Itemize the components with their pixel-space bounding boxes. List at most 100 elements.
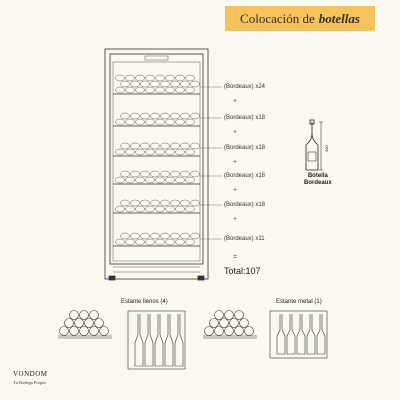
bottle-icon	[160, 170, 170, 178]
full-shelf-front-view	[127, 310, 186, 370]
bottle-icon	[155, 176, 165, 184]
bottle-icon	[160, 112, 170, 120]
bottle-icon	[160, 142, 170, 150]
equals-sign: =	[233, 254, 238, 261]
bottle-icon	[140, 232, 150, 240]
bottle-icon	[130, 199, 140, 207]
bottle-icon	[140, 112, 150, 120]
bottle-icon	[175, 238, 185, 246]
bottle-icon	[130, 232, 140, 240]
bottle-icon	[175, 74, 185, 82]
bottle-icon	[89, 326, 99, 336]
bottle-icon	[174, 314, 184, 367]
bottle-icon	[115, 118, 125, 126]
bottle-icon	[120, 170, 130, 178]
bottle-icon	[244, 326, 254, 336]
cabinet-shelf	[113, 232, 200, 247]
bottle-icon	[135, 176, 145, 184]
bottle-icon	[214, 310, 224, 320]
bottle-icon	[89, 310, 99, 320]
bottle-icon	[140, 199, 150, 207]
bottle-icon	[115, 86, 125, 94]
bottle-icon	[155, 148, 165, 156]
bottle-icon	[160, 80, 170, 88]
bottle-icon	[145, 205, 155, 213]
bottle-icon	[145, 118, 155, 126]
bottle-icon	[84, 318, 94, 328]
bottle-icon	[234, 326, 244, 336]
bottle-icon	[185, 205, 195, 213]
bottle-icon	[99, 326, 109, 336]
bottle-icon	[155, 74, 165, 82]
bottle-icon	[154, 314, 164, 367]
bottle-icon	[135, 118, 145, 126]
bottle-icon	[120, 112, 130, 120]
bottle-icon	[140, 142, 150, 150]
bottle-icon	[165, 74, 175, 82]
bottle-icon	[155, 86, 165, 94]
bottle-icon	[125, 118, 135, 126]
shelf-type-metal-title: Estante metal (1)	[276, 299, 322, 305]
shelf-label-1: (Bordeaux) x24	[224, 84, 266, 90]
bottle-icon	[239, 318, 249, 328]
bottle-icon	[130, 142, 140, 150]
bottle-icon	[130, 112, 140, 120]
bottle-icon	[79, 326, 89, 336]
bottle-icon	[165, 205, 175, 213]
brand-tagline: Tu Bodega Propia	[13, 380, 46, 385]
bottle-icon	[180, 170, 190, 178]
bottle-icon	[175, 176, 185, 184]
bottle-icon	[180, 80, 190, 88]
bottle-icon	[150, 142, 160, 150]
bottle-icon	[185, 176, 195, 184]
bottle-label-line1: Botella	[307, 173, 328, 179]
bottle-icon	[115, 176, 125, 184]
bottle-icon	[125, 74, 135, 82]
bordeaux-bottle-icon	[305, 119, 323, 171]
bottle-icon	[165, 86, 175, 94]
bottle-icon	[170, 232, 180, 240]
bottle-icon	[59, 326, 69, 336]
bottle-icon	[180, 142, 190, 150]
bottle-icon	[145, 74, 155, 82]
bottle-label: Botella Bordeaux	[304, 173, 332, 187]
bottle-icon	[276, 314, 286, 355]
bottle-icon	[306, 314, 316, 355]
bottle-icon	[120, 232, 130, 240]
shelf-label-4: (Bordeaux) x18	[224, 173, 266, 179]
bottle-icon	[165, 238, 175, 246]
bottle-icon	[134, 314, 144, 367]
bottle-icon	[79, 310, 89, 320]
bottle-icon	[94, 318, 104, 328]
bottle-icon	[135, 205, 145, 213]
bottle-icon	[296, 314, 306, 355]
cabinet-shelf	[113, 142, 200, 157]
bottle-icon	[115, 148, 125, 156]
bottle-icon	[185, 148, 195, 156]
bottle-icon	[185, 74, 195, 82]
bottle-icon	[120, 80, 130, 88]
bottle-height: 300	[324, 145, 329, 152]
bottle-icon	[185, 118, 195, 126]
wine-cabinet	[104, 48, 209, 281]
bottle-icon	[190, 142, 200, 150]
bottle-icon	[140, 170, 150, 178]
bottle-icon	[180, 232, 190, 240]
bottle-icon	[214, 326, 224, 336]
bottle-icon	[224, 326, 234, 336]
shelf-label-3: (Bordeaux) x18	[224, 145, 266, 151]
bottle-icon	[190, 80, 200, 88]
bottle-icon	[185, 238, 195, 246]
bottle-icon	[115, 74, 125, 82]
bottle-icon	[164, 314, 174, 367]
bottle-icon	[150, 80, 160, 88]
bottle-icon	[185, 86, 195, 94]
bottle-icon	[165, 176, 175, 184]
shelf-label-5: (Bordeaux) x18	[224, 202, 266, 208]
bottle-icon	[140, 80, 150, 88]
bottle-icon	[125, 86, 135, 94]
bottle-icon	[150, 232, 160, 240]
bottle-icon	[155, 205, 165, 213]
bottle-icon	[155, 118, 165, 126]
